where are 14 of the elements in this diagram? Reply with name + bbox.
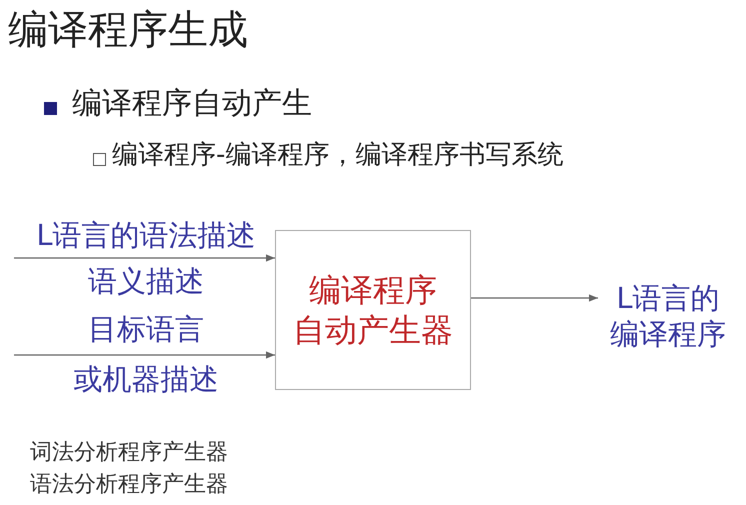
arrow	[14, 254, 275, 262]
bullet-text: 编译程序自动产生	[72, 86, 313, 122]
input-label: 或机器描述	[72, 362, 220, 397]
input-label: L语言的语法描述	[35, 218, 257, 253]
arrow	[14, 351, 275, 359]
input-label: 目标语言	[87, 312, 205, 347]
arrow	[471, 294, 598, 302]
title: 编译程序生成	[8, 6, 248, 54]
sub-bullet-text: 编译程序-编译程序，编译程序书写系统	[112, 140, 564, 172]
note-text: 词法分析程序产生器	[30, 440, 229, 466]
input-label: 语义描述	[87, 264, 205, 299]
note-text: 语法分析程序产生器	[30, 472, 229, 498]
process-box: 编译程序自动产生器	[275, 230, 471, 390]
output-text: L语言的编译程序	[598, 278, 738, 354]
